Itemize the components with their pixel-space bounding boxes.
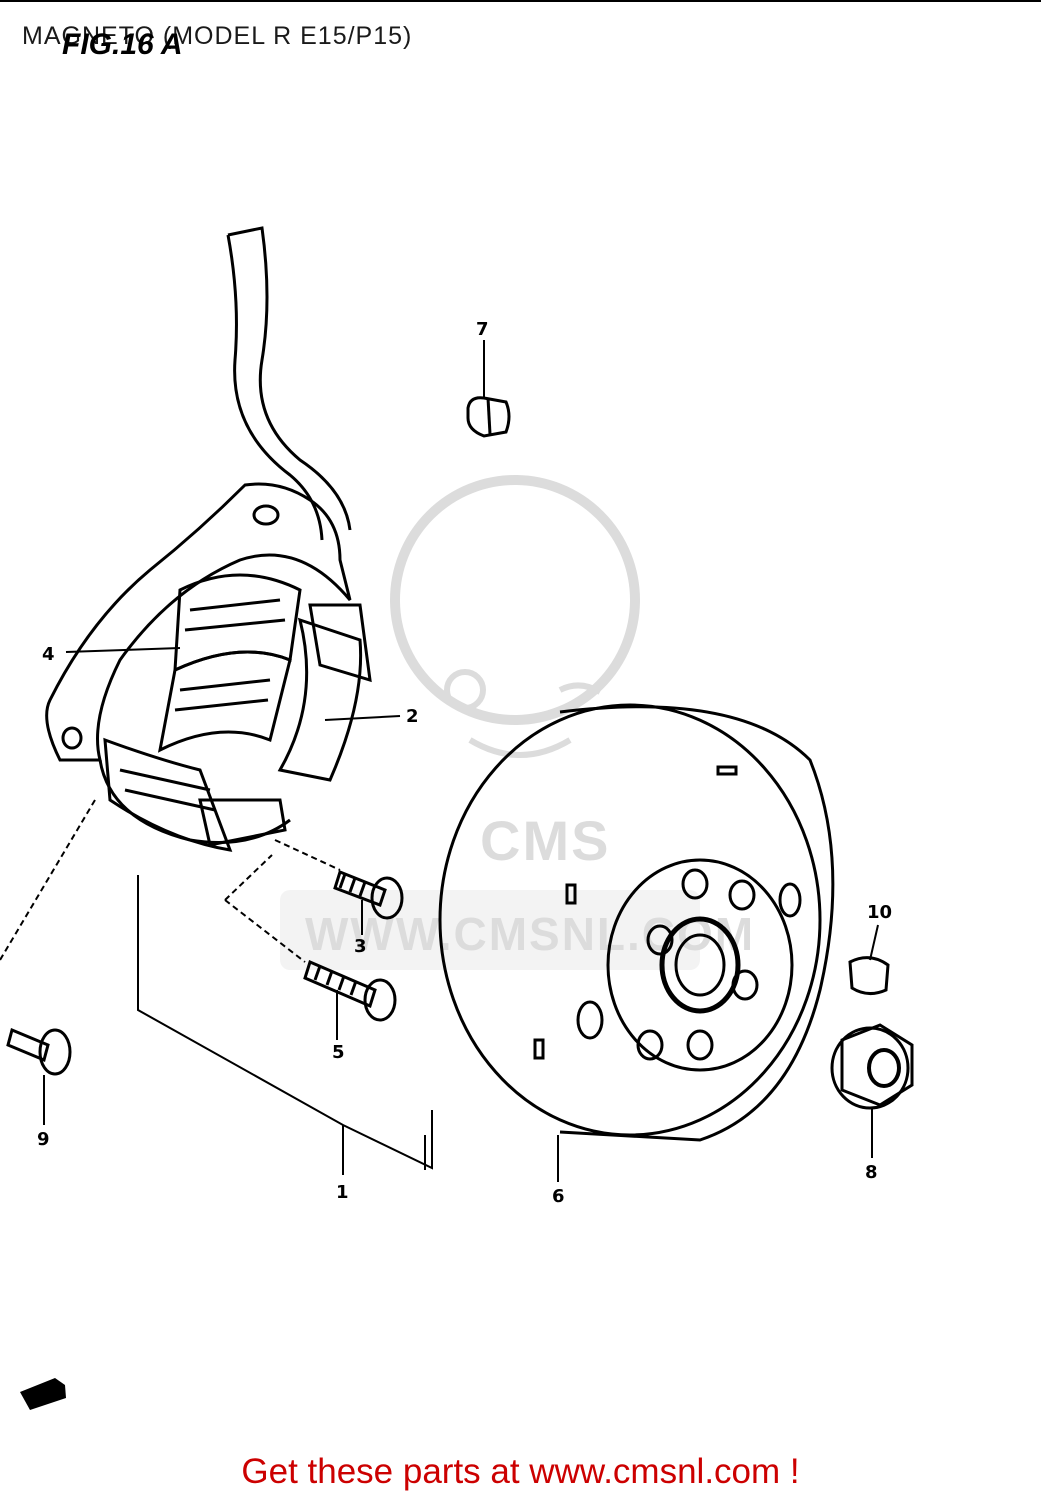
callout-9: 9 [37,1129,50,1150]
woodruff-key-body [848,956,890,995]
watermark-eye [444,669,486,711]
flywheel-hole-2 [681,868,709,900]
wire-harness-outer [227,226,352,531]
watermark-url: WWW.CMSNL.COM [305,908,755,960]
bracket-part-1 [137,875,433,1170]
watermark-mouth [468,737,572,758]
flywheel-hole-1 [728,879,756,911]
callout-5: 5 [332,1042,345,1063]
front-arrow-icon [20,1378,66,1410]
watermark-head-outline [390,475,640,725]
leader-lines [0,340,879,1182]
flywheel-mark-3 [716,765,738,776]
screw-3-head [370,876,404,920]
screw-5-shank [303,959,377,1009]
flywheel-mark-2 [533,1038,545,1060]
part-9-screw [6,1027,72,1076]
callout-10: 10 [867,902,892,923]
flywheel-hub-boss [606,858,794,1072]
screw-5-thread-3 [337,975,346,991]
part-3-screw [333,870,404,920]
screw-9-head [38,1028,72,1076]
screw-9-shank [6,1027,50,1063]
part-4-stator-plate [45,226,352,844]
callout-1: 1 [336,1182,349,1203]
dashed-assembly-line-9 [0,799,96,961]
screw-3-thread-1 [338,873,347,889]
flywheel-hole-8 [778,882,802,918]
part-2-coils [103,573,372,852]
nut-thread [867,1048,901,1088]
get-parts-link[interactable]: Get these parts at www.cmsnl.com ! [241,1452,800,1491]
coil-winding-line-5 [119,768,211,792]
flywheel-bore-inner [674,933,726,997]
coil-winding-line-3 [179,678,271,692]
screw-3-thread-2 [348,877,357,893]
front-arrow-shape [20,1378,66,1410]
callout-2: 2 [406,706,419,727]
flywheel-mark-1 [565,883,577,905]
callout-4: 4 [42,644,55,665]
top-rule [0,0,1041,2]
coil-winding-line-4 [174,698,269,712]
flywheel-center-bore [659,916,741,1014]
callout-7: 7 [476,319,489,340]
flywheel-hole-7 [576,1000,604,1040]
watermark-brand: CMS [480,809,610,872]
key-notch [486,397,492,435]
part-7-key [466,396,511,438]
callout-6: 6 [552,1186,565,1207]
coil-winding-line-2 [184,618,286,632]
flywheel-outer-surface [559,705,835,1142]
coil-bracket [198,798,287,847]
coil-right [277,617,363,782]
figure-label: FIG.16 A [62,28,183,61]
dashed-assembly-line-screws [224,854,306,963]
screw-3-thread-3 [358,881,367,897]
coil-lower [103,737,233,852]
screw-5-thread-2 [325,970,334,986]
callout-8: 8 [865,1162,878,1183]
wire-harness-inner [226,234,324,541]
watermark-wink [558,682,602,695]
screw-5-head [363,978,397,1022]
screw-5-thread-4 [349,980,358,996]
plate-mount-hole-top [252,504,280,526]
coil-middle-left [157,650,292,753]
screw-5-thread-1 [313,965,322,981]
plate-mount-hole-left [61,726,83,750]
leader-2 [324,715,401,721]
plate-outline [45,482,352,762]
part-6-flywheel [438,703,835,1142]
callout-3: 3 [354,936,367,957]
nut-hex [840,1023,914,1107]
screw-3-shank [333,870,387,907]
part-5-screw [303,959,397,1022]
leader-10 [869,924,879,961]
coil-winding-line-6 [124,788,216,812]
page-title: MAGNETO (MODEL R E15/P15) [22,22,413,50]
key-body [466,396,511,438]
coil-winding-line-1 [189,598,281,612]
watermark-banner [280,890,700,970]
flywheel-hole-3 [646,924,674,956]
flywheel-hole-5 [686,1029,714,1061]
leader-4 [65,647,181,653]
dashed-assembly-line-3 [274,839,341,871]
part-8-nut [830,1023,914,1110]
pickup-coil [308,603,372,683]
flywheel-hole-6 [636,1029,664,1061]
part-10-woodruff-key [848,956,890,995]
flywheel-hole-4 [731,969,759,1001]
